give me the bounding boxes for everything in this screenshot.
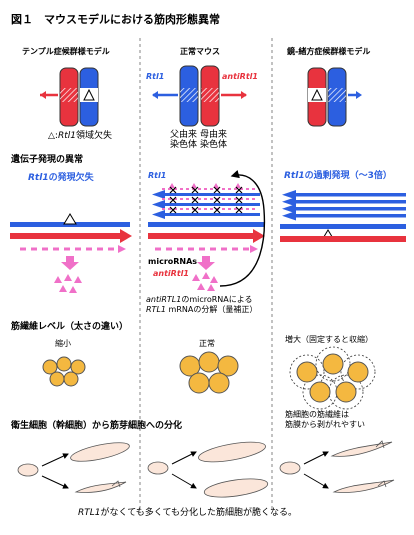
differentiation-heading: 衛生細胞（幹細胞）から筋芽細胞への分化	[11, 421, 183, 431]
footer-caption: RTL1がなくても多くても分化した筋細胞が脆くなる。	[78, 508, 298, 518]
left-expression	[10, 213, 132, 293]
center-antirtl1-label: antiRtl1	[222, 72, 258, 81]
fiber-center-label: 正常	[199, 339, 215, 348]
left-differentiation	[17, 442, 130, 493]
right-chromosomes	[307, 67, 362, 127]
figure-title: 図１ マウスモデルにおける筋肉形態異常	[11, 13, 220, 26]
deletion-note: △:Rtl1領域欠失	[48, 131, 112, 141]
fiber-right-note: 筋細胞の筋繊維は筋膜から剥がれやすい	[285, 410, 365, 430]
left-expression-label: Rtl1の発現欠失	[28, 173, 94, 183]
maternal-label: 母由来染色体	[200, 130, 228, 151]
right-expression	[280, 190, 406, 242]
fiber-left-label: 縮小	[55, 339, 71, 348]
fiber-heading: 筋繊維レベル（太さの違い）	[11, 322, 129, 332]
center-expression	[148, 170, 266, 291]
left-chromosomes	[40, 67, 99, 127]
right-expression-label: Rtl1の過剰発現（～3倍）	[284, 171, 392, 181]
center-differentiation	[147, 441, 269, 498]
paternal-label: 父由来染色体	[170, 130, 198, 151]
center-fibers	[179, 351, 239, 394]
center-rtl1-label: Rtl1	[146, 72, 165, 81]
right-differentiation	[279, 440, 395, 493]
right-fibers	[289, 346, 376, 410]
center-chromosomes	[152, 65, 247, 127]
fiber-right-label: 増大（固定すると収縮）	[285, 335, 373, 344]
expression-heading: 遺伝子発現の異常	[11, 155, 84, 165]
center-expression-label: Rtl1	[148, 171, 167, 180]
center-column-title: 正常マウス	[180, 47, 220, 56]
microrna-label: microRNAs	[148, 257, 198, 266]
left-fibers	[42, 356, 86, 387]
right-column-title: 鏡-緒方症候群様モデル	[287, 47, 371, 56]
left-column-title: テンプル症候群様モデル	[22, 47, 110, 56]
micro-antirtl1-label: antiRtl1	[153, 269, 189, 278]
